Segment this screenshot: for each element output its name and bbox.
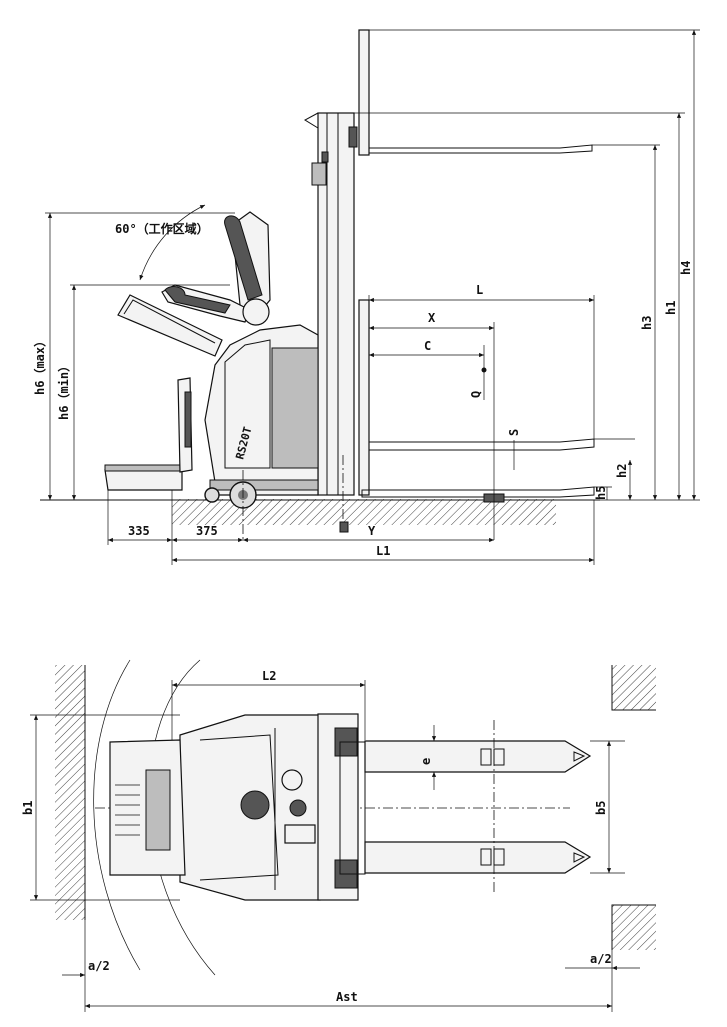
length-dimensions: 335 375 Y L1 xyxy=(107,490,595,565)
angle-indicator: 60°（工作区域） xyxy=(45,204,235,286)
side-armrest xyxy=(117,294,223,357)
L-label: L xyxy=(476,283,483,297)
b5-label: b5 xyxy=(594,801,608,815)
L2-label: L2 xyxy=(262,669,276,683)
side-view: RS20T xyxy=(32,29,700,565)
L1-label: L1 xyxy=(376,544,390,558)
a2-right-label: a/2 xyxy=(590,952,612,966)
top-view: L2 b1 b5 e a/2 a/2 Ast xyxy=(21,659,656,1012)
operator-platform xyxy=(104,377,193,491)
X-label: X xyxy=(428,311,436,325)
dim-335-label: 335 xyxy=(128,524,150,538)
forks-top xyxy=(364,720,592,895)
e-label: e xyxy=(419,758,433,765)
height-dimensions: h4 h1 h3 h2 h5 xyxy=(354,29,700,501)
Ast-label: Ast xyxy=(336,990,358,1004)
h6-dimensions: h6（max） h6（min） xyxy=(32,213,77,500)
h2-label: h2 xyxy=(615,464,629,478)
h3-label: h3 xyxy=(640,316,654,330)
h5-label: h5 xyxy=(594,486,608,500)
load-dimensions: L X C Q S xyxy=(368,283,595,540)
dim-375-label: 375 xyxy=(196,524,218,538)
h4-label: h4 xyxy=(679,261,693,275)
truck-body: RS20T xyxy=(204,324,319,496)
C-label: C xyxy=(424,339,431,353)
S-label: S xyxy=(507,429,521,436)
aisle-walls xyxy=(55,665,656,950)
ground-hatch xyxy=(40,499,600,525)
h1-label: h1 xyxy=(664,301,678,315)
a2-left-label: a/2 xyxy=(88,959,110,973)
tiller-arm xyxy=(161,211,271,326)
top-dimensions: L2 b1 b5 e a/2 a/2 Ast xyxy=(21,669,640,1012)
platform-grip xyxy=(115,784,140,836)
fork-carriage-raised xyxy=(358,29,593,156)
truck-top xyxy=(109,714,321,901)
h6-min-label: h6（min） xyxy=(56,360,71,420)
mast xyxy=(303,112,358,496)
Y-label: Y xyxy=(368,524,376,538)
angle-label: 60°（工作区域） xyxy=(115,221,209,236)
b1-label: b1 xyxy=(21,801,35,815)
h6-max-label: h6（max） xyxy=(32,335,47,395)
Q-label: Q xyxy=(469,391,483,398)
carriage-top xyxy=(317,713,366,901)
